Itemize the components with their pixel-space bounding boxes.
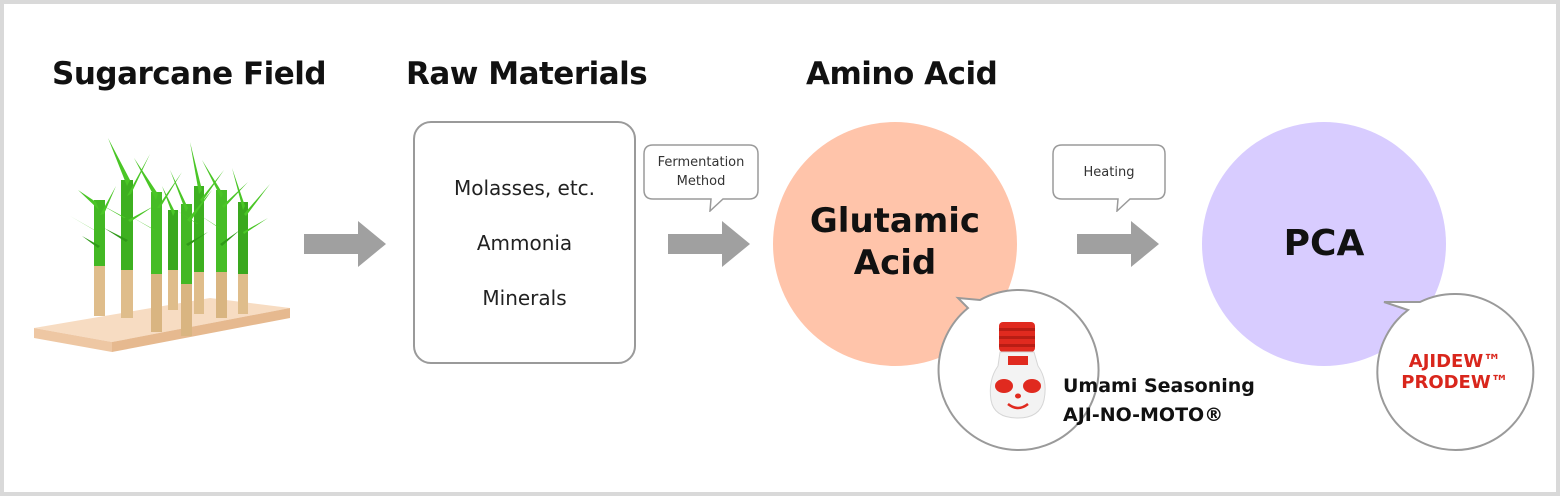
brand-ajidew: AJIDEW™ — [1408, 351, 1502, 372]
pca-label: PCA — [1283, 223, 1365, 264]
heading-raw-materials: Raw Materials — [406, 56, 648, 92]
brand-callout — [1376, 292, 1535, 451]
arrow-right-icon — [668, 221, 750, 267]
seasoning-label-line1: Umami Seasoning — [1063, 375, 1255, 397]
raw-item-minerals: Minerals — [482, 286, 567, 310]
seasoning-shaker-icon — [989, 322, 1046, 419]
glutamic-acid-circle — [773, 122, 1017, 366]
heating-callout — [1052, 144, 1166, 212]
glutamic-label-line1: Glutamic — [809, 201, 981, 241]
ground-side-left — [34, 328, 112, 352]
brand-prodew: PRODEW™ — [1401, 372, 1509, 393]
arrow-right-icon — [304, 221, 386, 267]
pca-circle — [1202, 122, 1446, 366]
raw-item-ammonia: Ammonia — [476, 231, 573, 255]
ground-side-right — [112, 308, 290, 352]
fermentation-label-line2: Method — [676, 174, 726, 189]
sugarcane-icon — [34, 138, 290, 352]
raw-item-molasses: Molasses, etc. — [453, 176, 596, 200]
arrow-right-icon — [1077, 221, 1159, 267]
fermentation-label-line1: Fermentation — [657, 155, 745, 170]
glutamic-label-line2: Acid — [853, 243, 937, 283]
fermentation-callout — [643, 144, 759, 212]
heading-amino-acid: Amino Acid — [806, 56, 998, 92]
heading-sugarcane-field: Sugarcane Field — [52, 56, 327, 92]
sugarcane-stalks — [70, 138, 270, 336]
seasoning-label-line2: AJI-NO-MOTO® — [1063, 404, 1224, 426]
heating-label: Heating — [1083, 165, 1135, 180]
raw-materials-box: Molasses, etc. Ammonia Minerals — [413, 121, 636, 364]
